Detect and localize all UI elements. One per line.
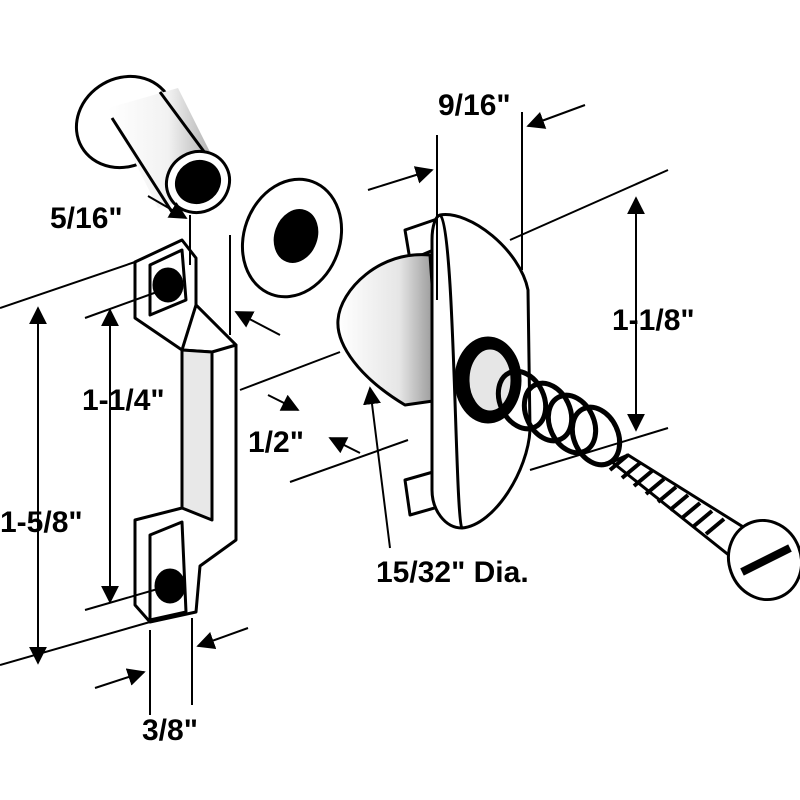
label-sleeve-diameter: 5/16" bbox=[50, 202, 123, 235]
dimension-lines bbox=[0, 104, 669, 715]
label-latch-height: 1-1/8" bbox=[612, 304, 695, 337]
label-knob-offset: 1/2" bbox=[248, 426, 304, 459]
strike-plate bbox=[133, 238, 238, 624]
spring bbox=[495, 368, 623, 468]
label-strike-width: 3/8" bbox=[142, 714, 198, 747]
sleeve-bushing bbox=[74, 74, 232, 215]
label-barrel-diameter: 15/32" Dia. bbox=[376, 556, 529, 589]
label-top-width: 9/16" bbox=[438, 89, 511, 122]
washer bbox=[240, 177, 344, 299]
label-strike-length: 1-5/8" bbox=[0, 506, 83, 539]
screw bbox=[608, 453, 800, 602]
label-hole-spacing: 1-1/4" bbox=[82, 384, 165, 417]
latch-body bbox=[336, 213, 532, 530]
